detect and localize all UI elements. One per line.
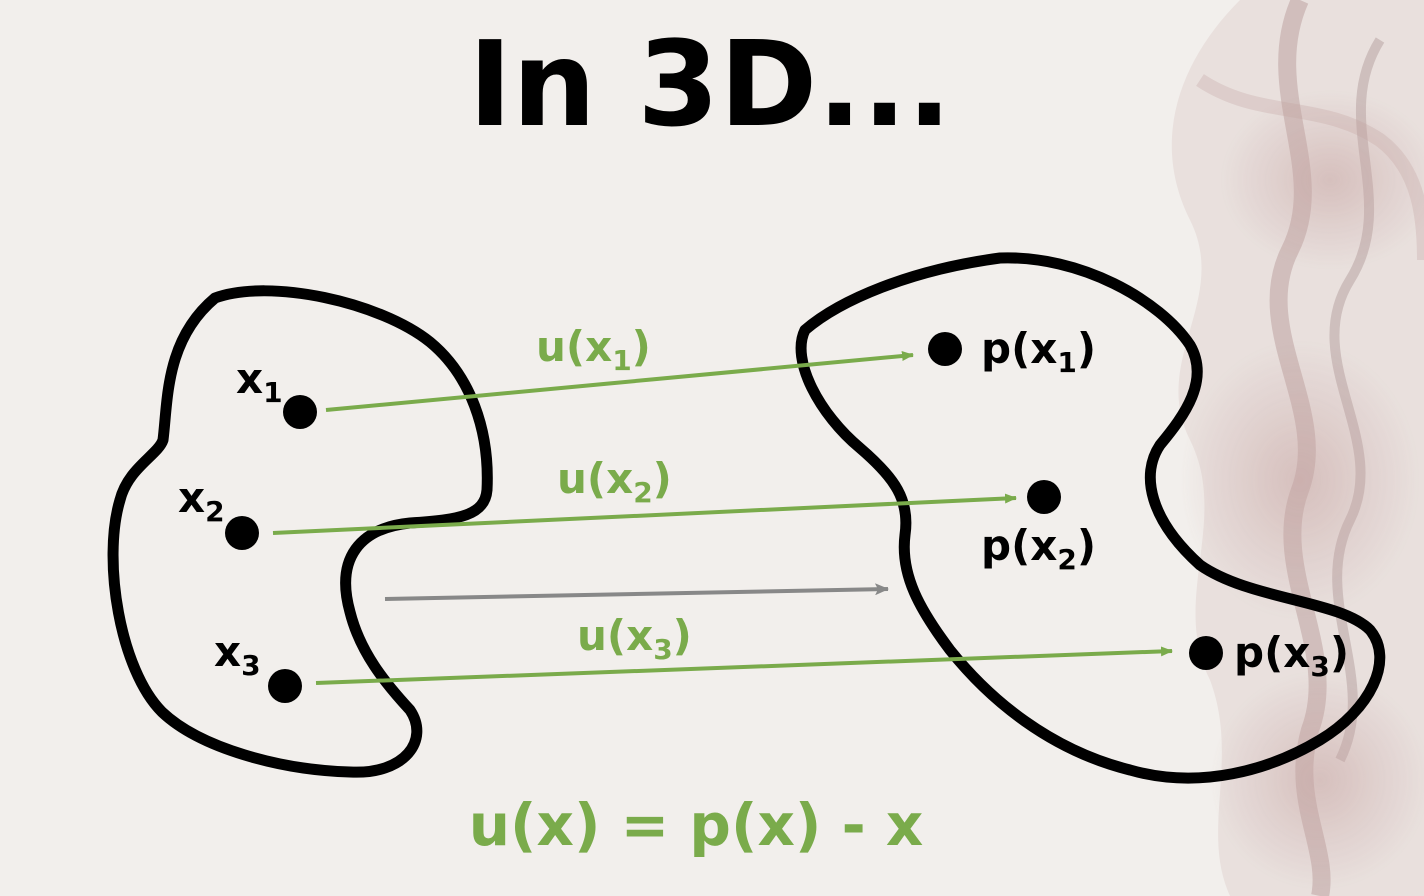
point-x2-dot (225, 516, 259, 550)
point-p1-dot (928, 332, 962, 366)
arrow-label-u-x2: u(x2) (557, 454, 672, 509)
displacement-arrow-3 (315, 646, 1173, 685)
point-x1-dot (283, 395, 317, 429)
label-p-x2: p(x2) (981, 521, 1096, 576)
label-x3: x3 (214, 627, 261, 682)
label-p-x3: p(x3) (1234, 628, 1349, 683)
label-p-x1: p(x1) (981, 324, 1096, 379)
label-x1: x1 (236, 354, 283, 409)
slide-title: In 3D... (468, 15, 952, 153)
label-x2: x2 (178, 473, 225, 528)
displacement-arrow-2 (272, 493, 1017, 535)
smoke-background-decoration (1171, 0, 1424, 896)
arrow-label-u-x1: u(x1) (536, 322, 651, 377)
point-x3-dot (268, 669, 302, 703)
displacement-arrow-1 (325, 351, 914, 412)
displacement-formula: u(x) = p(x) - x (469, 791, 924, 859)
point-p2-dot (1027, 480, 1061, 514)
translation-arrow (384, 583, 889, 601)
deformed-shape-outline (795, 252, 1386, 784)
point-p3-dot (1189, 636, 1223, 670)
arrow-label-u-x3: u(x3) (577, 611, 692, 666)
